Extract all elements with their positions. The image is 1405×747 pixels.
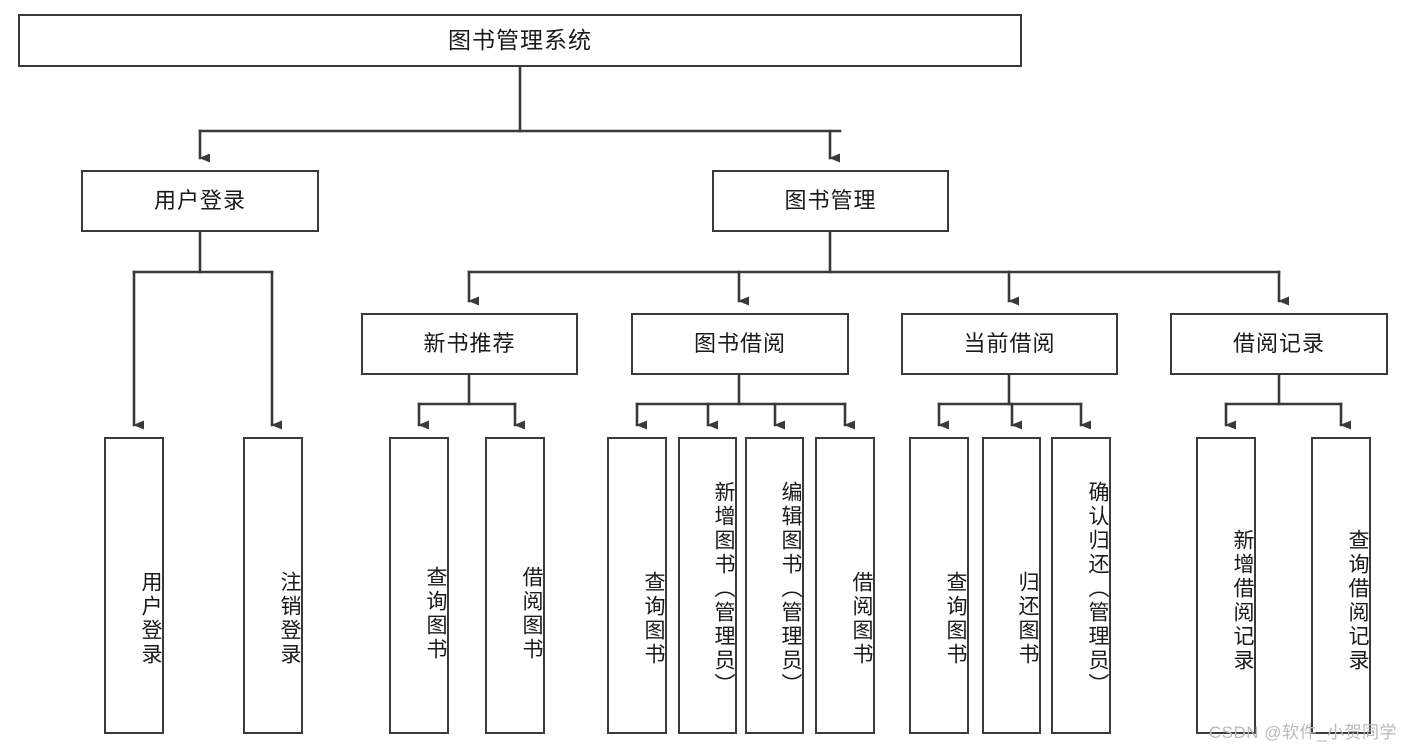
node-book-borrow[interactable]: 图书借阅 [631, 313, 849, 375]
node-leaf-add-book[interactable]: 新增图书（管理员） [678, 437, 737, 734]
node-leaf-user-login-label: 用户登录 [139, 570, 162, 667]
node-leaf-borrow-book-2[interactable]: 借阅图书 [815, 437, 875, 734]
node-leaf-add-book-label: 新增图书（管理员） [712, 480, 735, 697]
node-leaf-logout-label: 注销登录 [278, 570, 301, 667]
node-leaf-edit-book[interactable]: 编辑图书（管理员） [745, 437, 804, 734]
node-leaf-query-book-1[interactable]: 查询图书 [389, 437, 449, 734]
node-leaf-confirm-return-label: 确认归还（管理员） [1086, 480, 1109, 697]
watermark: CSDN @软件_小贺同学 [1208, 723, 1397, 742]
node-leaf-query-record[interactable]: 查询借阅记录 [1311, 437, 1371, 734]
node-leaf-query-book-2-label: 查询图书 [642, 570, 665, 667]
node-leaf-user-login[interactable]: 用户登录 [104, 437, 164, 734]
node-leaf-return-book-label: 归还图书 [1016, 570, 1039, 667]
node-new-book-rec-label: 新书推荐 [423, 331, 516, 357]
node-leaf-query-record-label: 查询借阅记录 [1346, 528, 1369, 673]
node-root[interactable]: 图书管理系统 [18, 14, 1022, 67]
node-book-manage-label: 图书管理 [784, 188, 877, 214]
node-leaf-query-book-2[interactable]: 查询图书 [607, 437, 667, 734]
node-book-manage[interactable]: 图书管理 [712, 170, 949, 232]
node-current-borrow-label: 当前借阅 [963, 331, 1056, 357]
node-user-login-label: 用户登录 [153, 188, 246, 214]
node-book-borrow-label: 图书借阅 [693, 331, 786, 357]
node-current-borrow[interactable]: 当前借阅 [901, 313, 1118, 375]
node-root-label: 图书管理系统 [448, 26, 592, 53]
node-leaf-borrow-book-1[interactable]: 借阅图书 [485, 437, 545, 734]
node-leaf-return-book[interactable]: 归还图书 [982, 437, 1041, 734]
node-leaf-confirm-return[interactable]: 确认归还（管理员） [1051, 437, 1111, 734]
node-borrow-record-label: 借阅记录 [1232, 331, 1325, 357]
node-leaf-borrow-book-1-label: 借阅图书 [520, 565, 543, 662]
node-leaf-edit-book-label: 编辑图书（管理员） [779, 480, 802, 697]
node-leaf-query-book-3-label: 查询图书 [944, 570, 967, 667]
node-leaf-add-record-label: 新增借阅记录 [1231, 528, 1254, 673]
node-user-login[interactable]: 用户登录 [81, 170, 319, 232]
node-leaf-query-book-1-label: 查询图书 [424, 565, 447, 662]
node-borrow-record[interactable]: 借阅记录 [1170, 313, 1388, 375]
node-leaf-query-book-3[interactable]: 查询图书 [909, 437, 969, 734]
node-leaf-add-record[interactable]: 新增借阅记录 [1196, 437, 1256, 734]
node-new-book-rec[interactable]: 新书推荐 [361, 313, 578, 375]
node-leaf-logout[interactable]: 注销登录 [243, 437, 303, 734]
node-leaf-borrow-book-2-label: 借阅图书 [850, 570, 873, 667]
